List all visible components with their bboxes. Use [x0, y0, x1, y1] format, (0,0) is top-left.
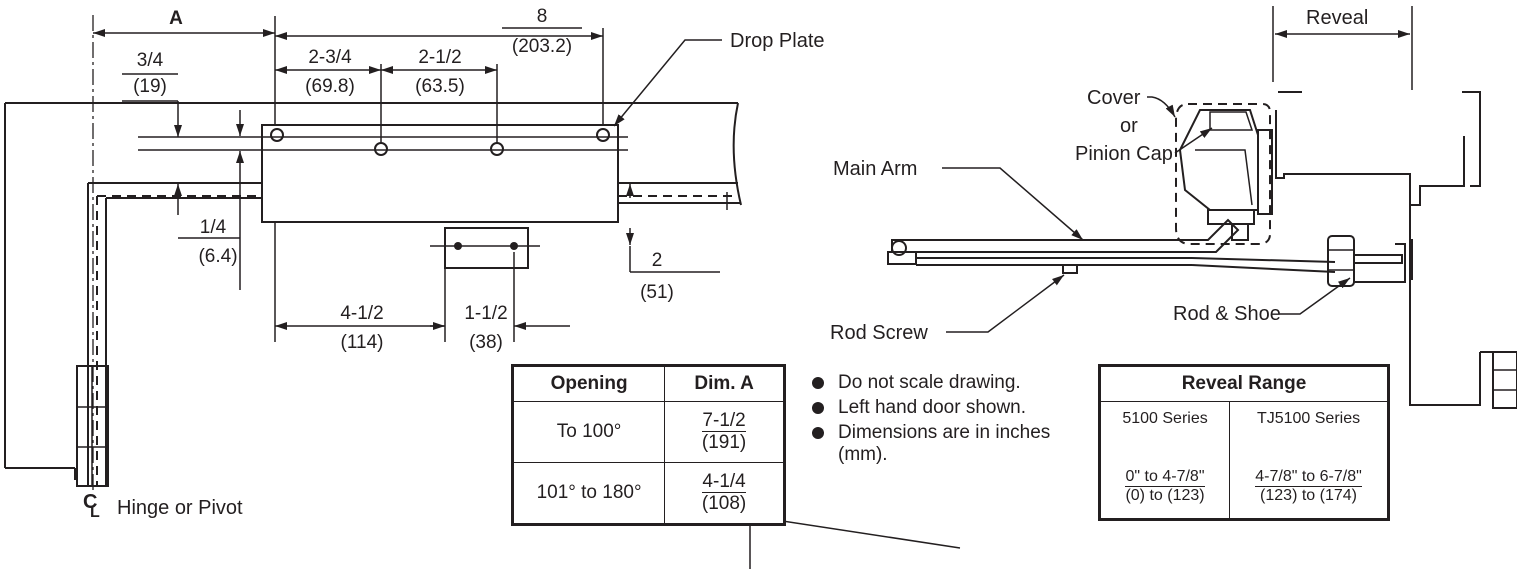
drawing-notes: Do not scale drawing. Left hand door sho…	[812, 372, 1102, 469]
door-outline	[87, 182, 741, 485]
dim-a-header: Dim. A	[664, 366, 784, 402]
span-one-mm: (69.8)	[305, 76, 355, 97]
shoe-bracket	[430, 227, 540, 269]
rod-shoe	[1327, 235, 1406, 287]
bracket-width-mm: (38)	[469, 332, 503, 353]
bottom-length-mm: (114)	[341, 332, 384, 353]
frame-section	[1272, 6, 1517, 409]
series-5100: 5100 Series	[1099, 401, 1231, 468]
offset-top-mm: (19)	[133, 76, 167, 97]
opening-header: Opening	[512, 366, 666, 402]
range-5100: 0" to 4-7/8"(0) to (123)	[1099, 468, 1231, 519]
dim-a-row-2: 4-1/4(108)	[664, 462, 784, 524]
note-item: Do not scale drawing.	[812, 372, 1102, 394]
overall-length: 8	[537, 6, 548, 27]
span-two: 2-1/2	[418, 47, 461, 68]
centerline-symbol-l: L	[90, 504, 100, 521]
hinge	[76, 365, 109, 487]
offset-low-mm: (6.4)	[198, 246, 237, 267]
opening-row-2: 101° to 180°	[512, 462, 666, 524]
cover-label: Cover	[1087, 87, 1141, 109]
offset-low: 1/4	[200, 217, 227, 238]
span-one: 2-3/4	[308, 47, 352, 68]
hinge-pivot-label: Hinge or Pivot	[117, 497, 243, 519]
dimension-arrows	[93, 29, 634, 330]
frame-outline	[4, 102, 742, 480]
offset-top: 3/4	[137, 50, 164, 71]
series-tj5100: TJ5100 Series	[1229, 401, 1388, 468]
pinion-cap-label: Pinion Cap	[1075, 143, 1173, 165]
note-item: Dimensions are in inches (mm).	[812, 422, 1102, 466]
drop-dim: 2	[652, 250, 663, 271]
centerline-symbol-c: C	[83, 491, 97, 513]
dim-a-row-1: 7-1/2(191)	[664, 401, 784, 463]
rod-shoe-label: Rod & Shoe	[1173, 303, 1281, 325]
reveal-range-table: Reveal Range 5100 Series TJ5100 Series 0…	[1098, 364, 1390, 521]
or-label: or	[1120, 115, 1138, 137]
rod-screw-label: Rod Screw	[830, 322, 928, 344]
drop-dim-mm: (51)	[640, 282, 674, 303]
main-arm	[887, 218, 1336, 274]
opening-table: Opening Dim. A To 100° 7-1/2(191) 101° t…	[511, 364, 786, 526]
drop-plate	[138, 124, 628, 223]
opening-row-1: To 100°	[512, 401, 666, 463]
note-item: Left hand door shown.	[812, 397, 1102, 419]
bottom-length: 4-1/2	[340, 303, 383, 324]
reveal-label: Reveal	[1306, 7, 1368, 29]
range-tj5100: 4-7/8" to 6-7/8"(123) to (174)	[1229, 468, 1388, 519]
drop-plate-label: Drop Plate	[730, 30, 825, 52]
bracket-width: 1-1/2	[464, 303, 507, 324]
reveal-range-title: Reveal Range	[1100, 366, 1388, 402]
dim-a-label: A	[169, 8, 183, 29]
overall-length-mm: (203.2)	[512, 36, 572, 57]
span-two-mm: (63.5)	[415, 76, 465, 97]
main-arm-label: Main Arm	[833, 158, 917, 180]
